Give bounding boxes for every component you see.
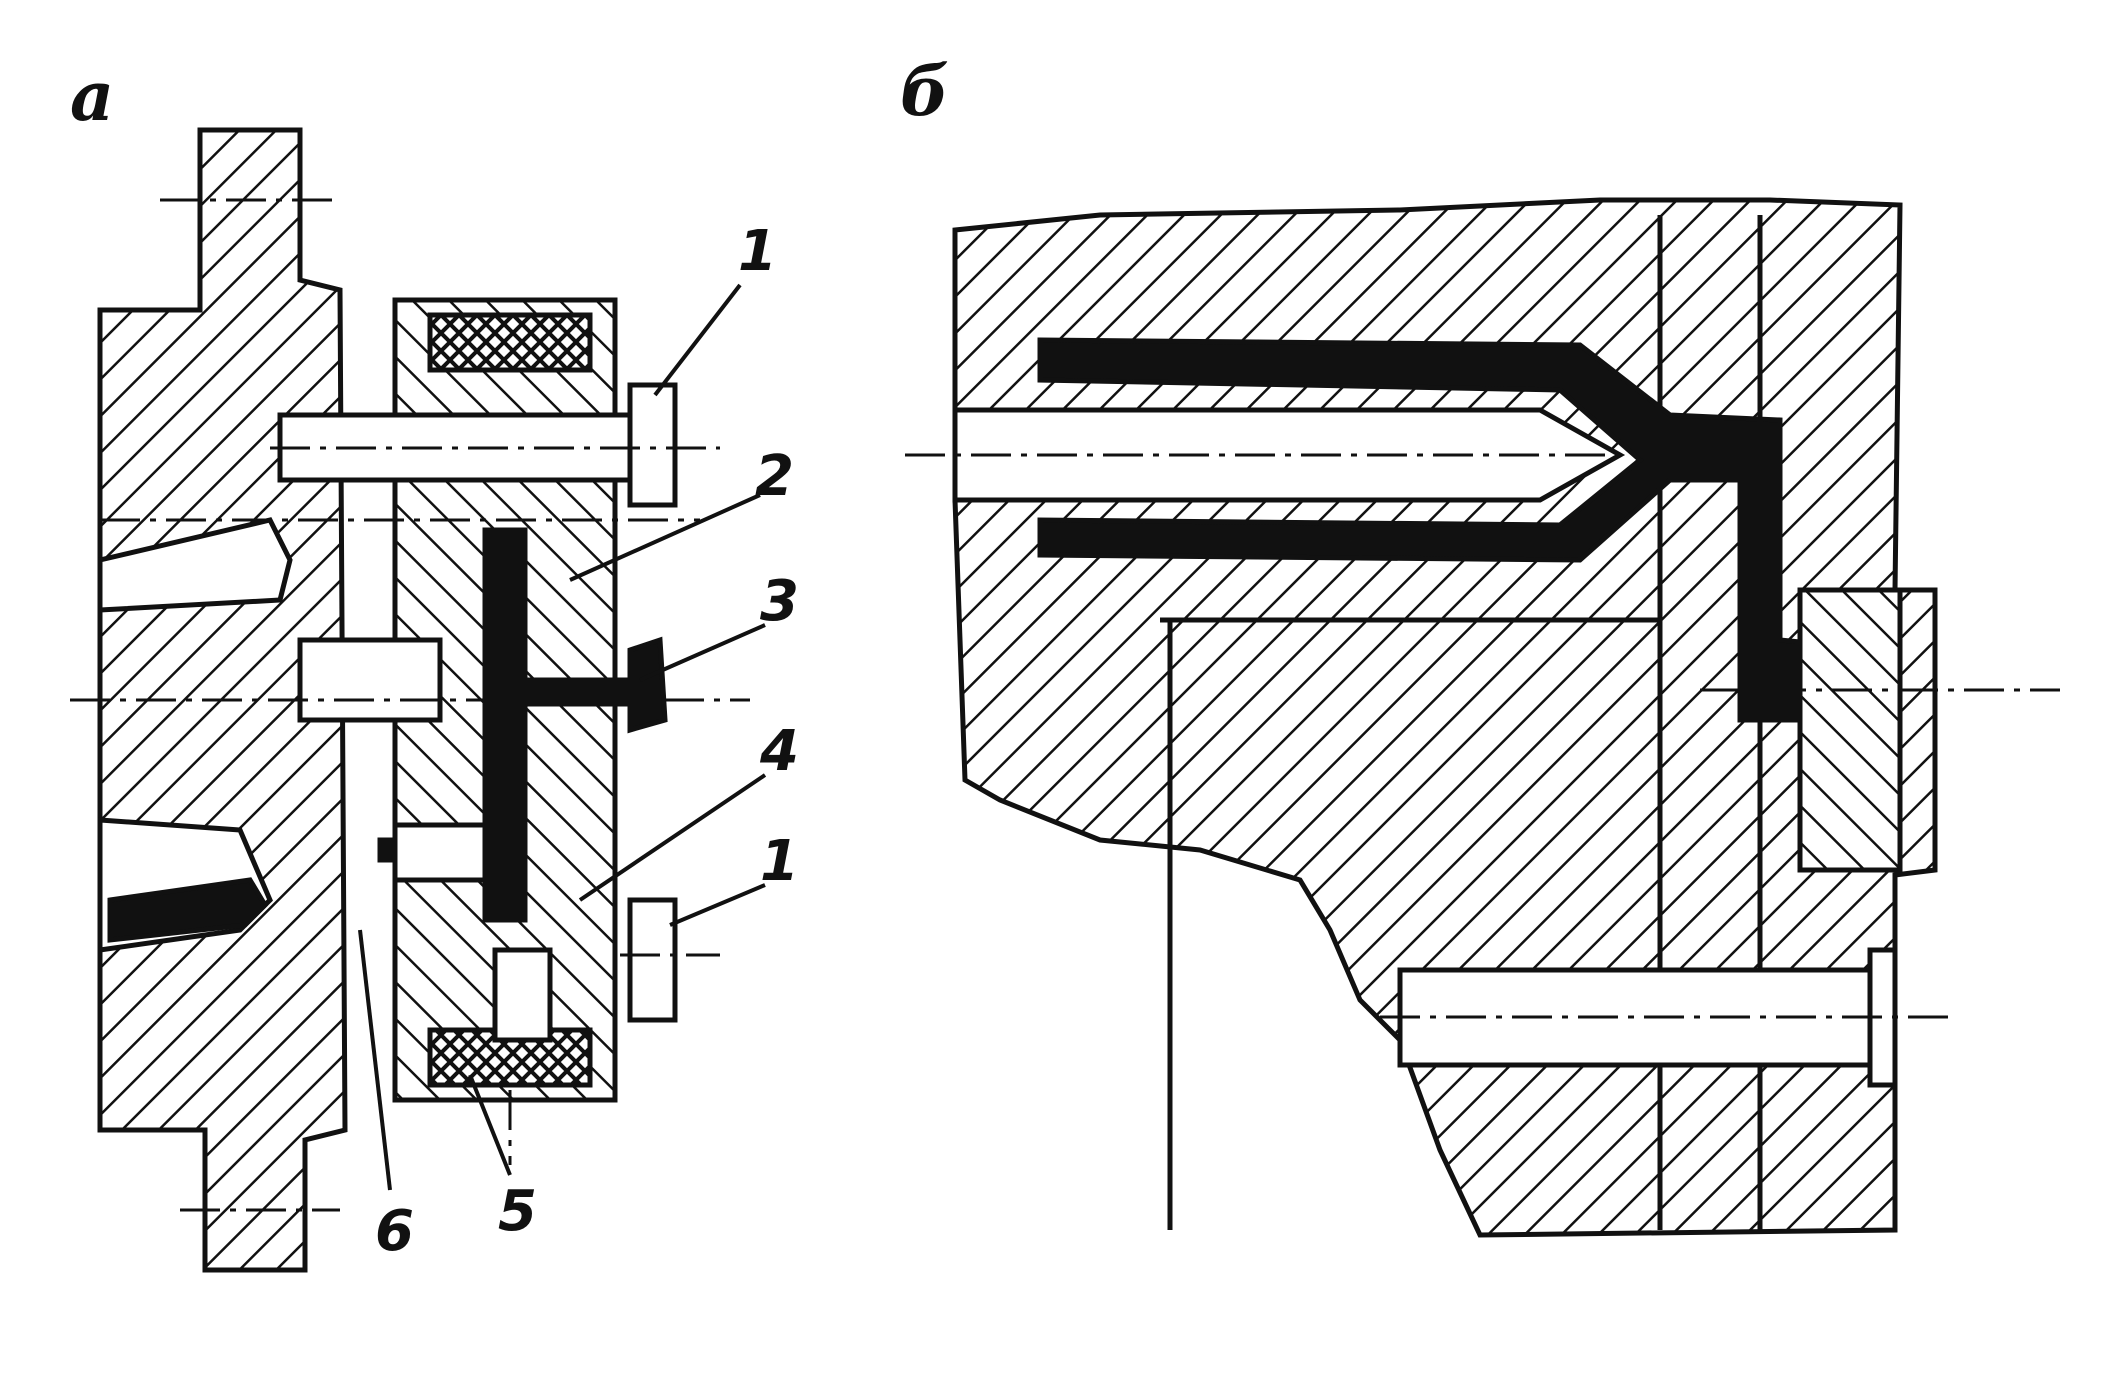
- panel-b-label: б: [900, 52, 949, 132]
- panel-b-centerlines: [905, 453, 2060, 1019]
- callout-1-top: 1: [738, 219, 777, 284]
- callout-1-bottom: 1: [760, 829, 799, 894]
- callout-2: 2: [755, 444, 794, 509]
- panel-a-bolt-bottom: [627, 897, 678, 1023]
- panel-a-leaders: [358, 283, 767, 1191]
- callout-5: 5: [498, 1179, 537, 1244]
- callout-3: 3: [760, 569, 799, 634]
- callout-4: 4: [759, 719, 799, 784]
- callout-6: 6: [375, 1199, 414, 1264]
- panel-a-label: а: [70, 57, 114, 137]
- panel-a-insert-top: [427, 312, 593, 373]
- panel-b-drawing: [952, 197, 1938, 1238]
- panel-a-centerlines: [70, 198, 750, 1212]
- panel-a-drawing: [97, 127, 678, 1273]
